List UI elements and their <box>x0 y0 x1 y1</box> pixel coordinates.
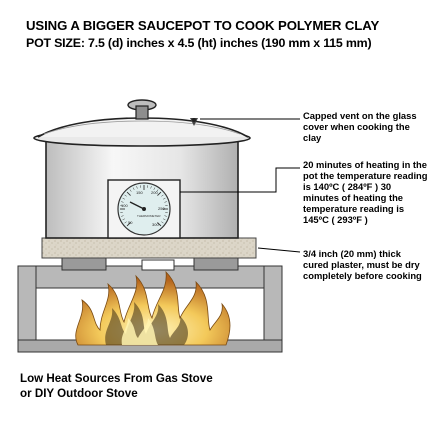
gauge-tick <box>157 222 162 227</box>
gauge-tick <box>121 215 124 217</box>
gauge-tick <box>161 194 164 197</box>
gauge-tick <box>124 221 127 224</box>
heat-source-caption: Low Heat Sources From Gas Stove or DIY O… <box>20 371 213 401</box>
gauge-scale-150: 150 <box>136 190 143 195</box>
gauge-tick <box>150 186 152 189</box>
heat-source-line-1: Low Heat Sources From Gas Stove <box>20 372 213 385</box>
temperature-annotation: 20 minutes of heating in the pot the tem… <box>303 159 428 225</box>
gauge-tick <box>122 197 125 200</box>
plaster-slab <box>41 237 257 259</box>
gauge-tick <box>156 189 159 192</box>
gauge-tick <box>161 221 164 224</box>
gauge-tick <box>163 197 166 200</box>
leader-lines <box>180 118 301 253</box>
gauge-needle <box>129 201 145 210</box>
gauge-scale-200: 200 <box>151 190 158 195</box>
heat-source-line-2: or DIY Outdoor Stove <box>20 387 138 400</box>
gauge-tick <box>124 194 127 197</box>
gauge-tick <box>164 201 167 203</box>
flame <box>75 270 231 346</box>
gauge-tick <box>126 191 131 196</box>
thermometer-gauge: 50 100 150 200 250 300 THERMOMETER <box>107 179 181 239</box>
gauge-tick <box>129 189 132 192</box>
gauge-tick <box>126 222 131 227</box>
gauge-tick <box>153 187 156 190</box>
gauge-ticks <box>120 185 168 227</box>
plaster-annotation: 3/4 inch (20 mm) thick cured plaster, mu… <box>303 248 422 281</box>
gauge-scale-50: 50 <box>128 220 133 225</box>
gauge-tick <box>163 218 166 221</box>
diagram-title: USING A BIGGER SAUCEPOT TO COOK POLYMER … <box>26 18 380 33</box>
gauge-tick <box>121 201 124 203</box>
gauge-scale-250: 250 <box>158 206 165 211</box>
gauge-tick <box>122 218 125 221</box>
vent-annotation: Capped vent on the glass cover when cook… <box>303 110 417 143</box>
gauge-tick <box>164 215 167 217</box>
gauge-label: THERMOMETER <box>137 214 161 218</box>
vent-cap-icon <box>190 118 198 126</box>
gauge-tick <box>157 191 162 196</box>
gauge-tick <box>136 186 138 189</box>
gauge-scale-100: 100 <box>121 203 128 208</box>
gauge-scale-300: 300 <box>152 222 159 227</box>
pot-size-subtitle: POT SIZE: 7.5 (d) inches x 4.5 (ht) inch… <box>26 36 372 50</box>
gauge-tick <box>132 187 135 190</box>
